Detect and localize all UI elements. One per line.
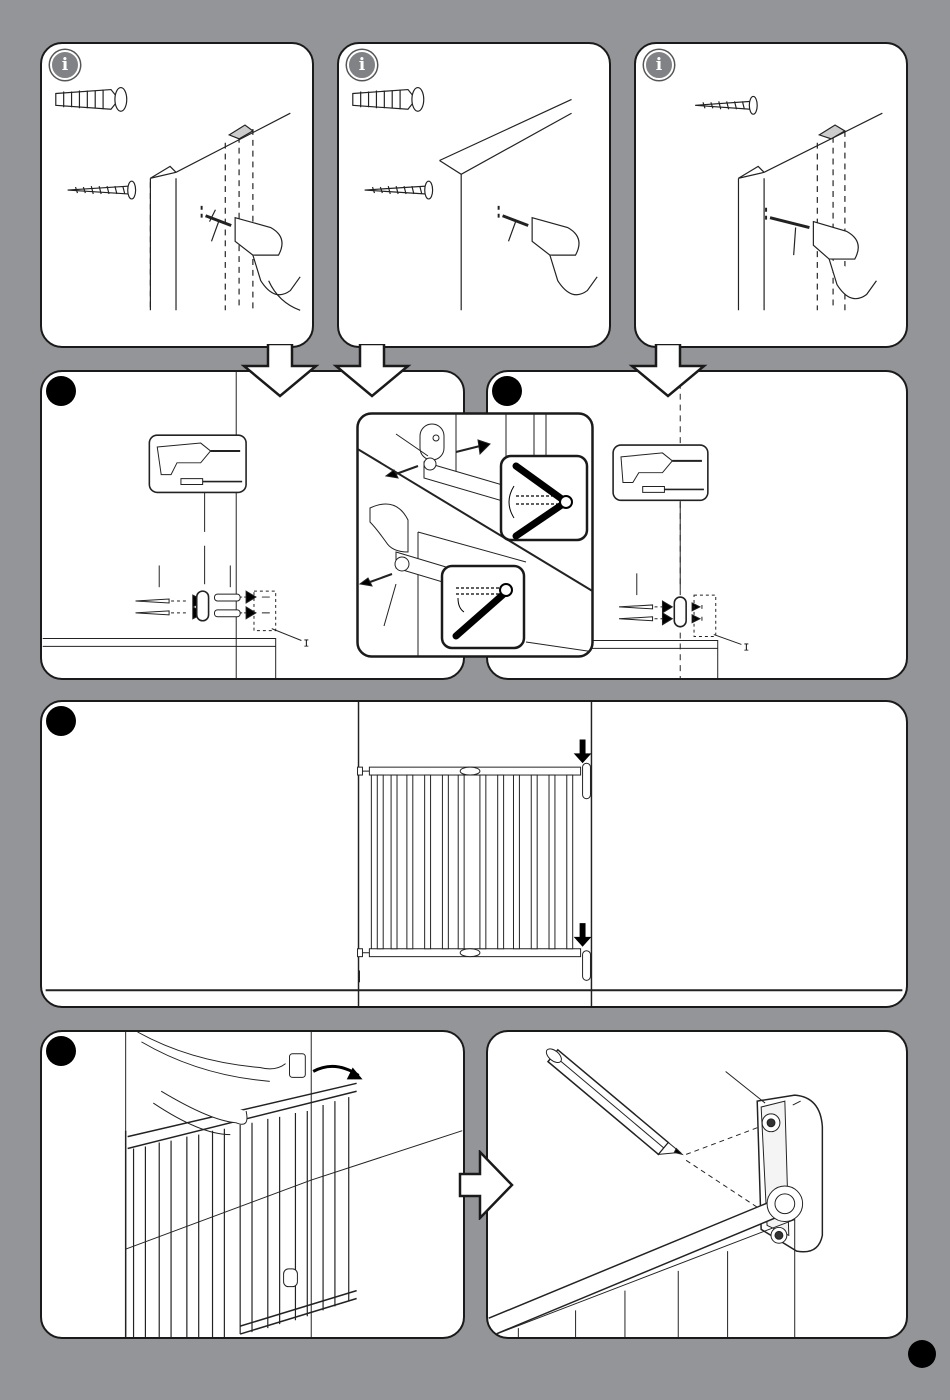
step-panel-3 [40,700,908,1008]
screw-icon [619,605,653,621]
info-panel-3: i [634,42,908,348]
screw-icon [365,181,433,199]
flow-arrow-right [458,1150,516,1220]
step-marker [46,376,76,406]
rotation-icon-closed [442,566,524,648]
step-marker [46,1036,76,1066]
hinge-bracket-icon [197,591,209,621]
gate-front-illustration [42,702,906,1006]
wall-plug-icon [56,88,127,112]
hollow-arrow-icon [458,1150,516,1220]
step-marker [46,706,76,736]
drilling-illustration-2 [339,44,609,346]
hinge-detail-inset [356,412,594,658]
rotation-icon-open [501,456,587,540]
step-panel-5 [486,1030,908,1339]
screw-icon [695,96,757,114]
step-panel-4 [40,1030,465,1339]
hinge-marking-illustration [488,1032,906,1337]
hollow-arrow-icon [240,344,720,398]
info-icon: i [347,50,377,80]
wall-mark-label: I [303,638,309,649]
wall-mark-label: I [743,642,749,653]
drilling-illustration-3 [636,44,906,346]
hinge-bracket-icon [674,597,686,627]
info-icon: i [50,50,80,80]
page-marker [908,1340,936,1368]
info-icon: i [644,50,674,80]
info-panel-1: i [40,42,314,348]
pencil-icon [544,1046,682,1154]
hinge-adjustment-illustration [356,412,594,658]
gate-lift-illustration [42,1032,463,1337]
drilling-illustration-1 [42,44,312,346]
flow-arrows-row1 [240,344,720,398]
wall-plug-icon [353,88,424,112]
info-panel-2: i [337,42,611,348]
gate-bars [377,775,572,949]
screw-icon [68,181,136,199]
screw-icon [136,599,170,615]
